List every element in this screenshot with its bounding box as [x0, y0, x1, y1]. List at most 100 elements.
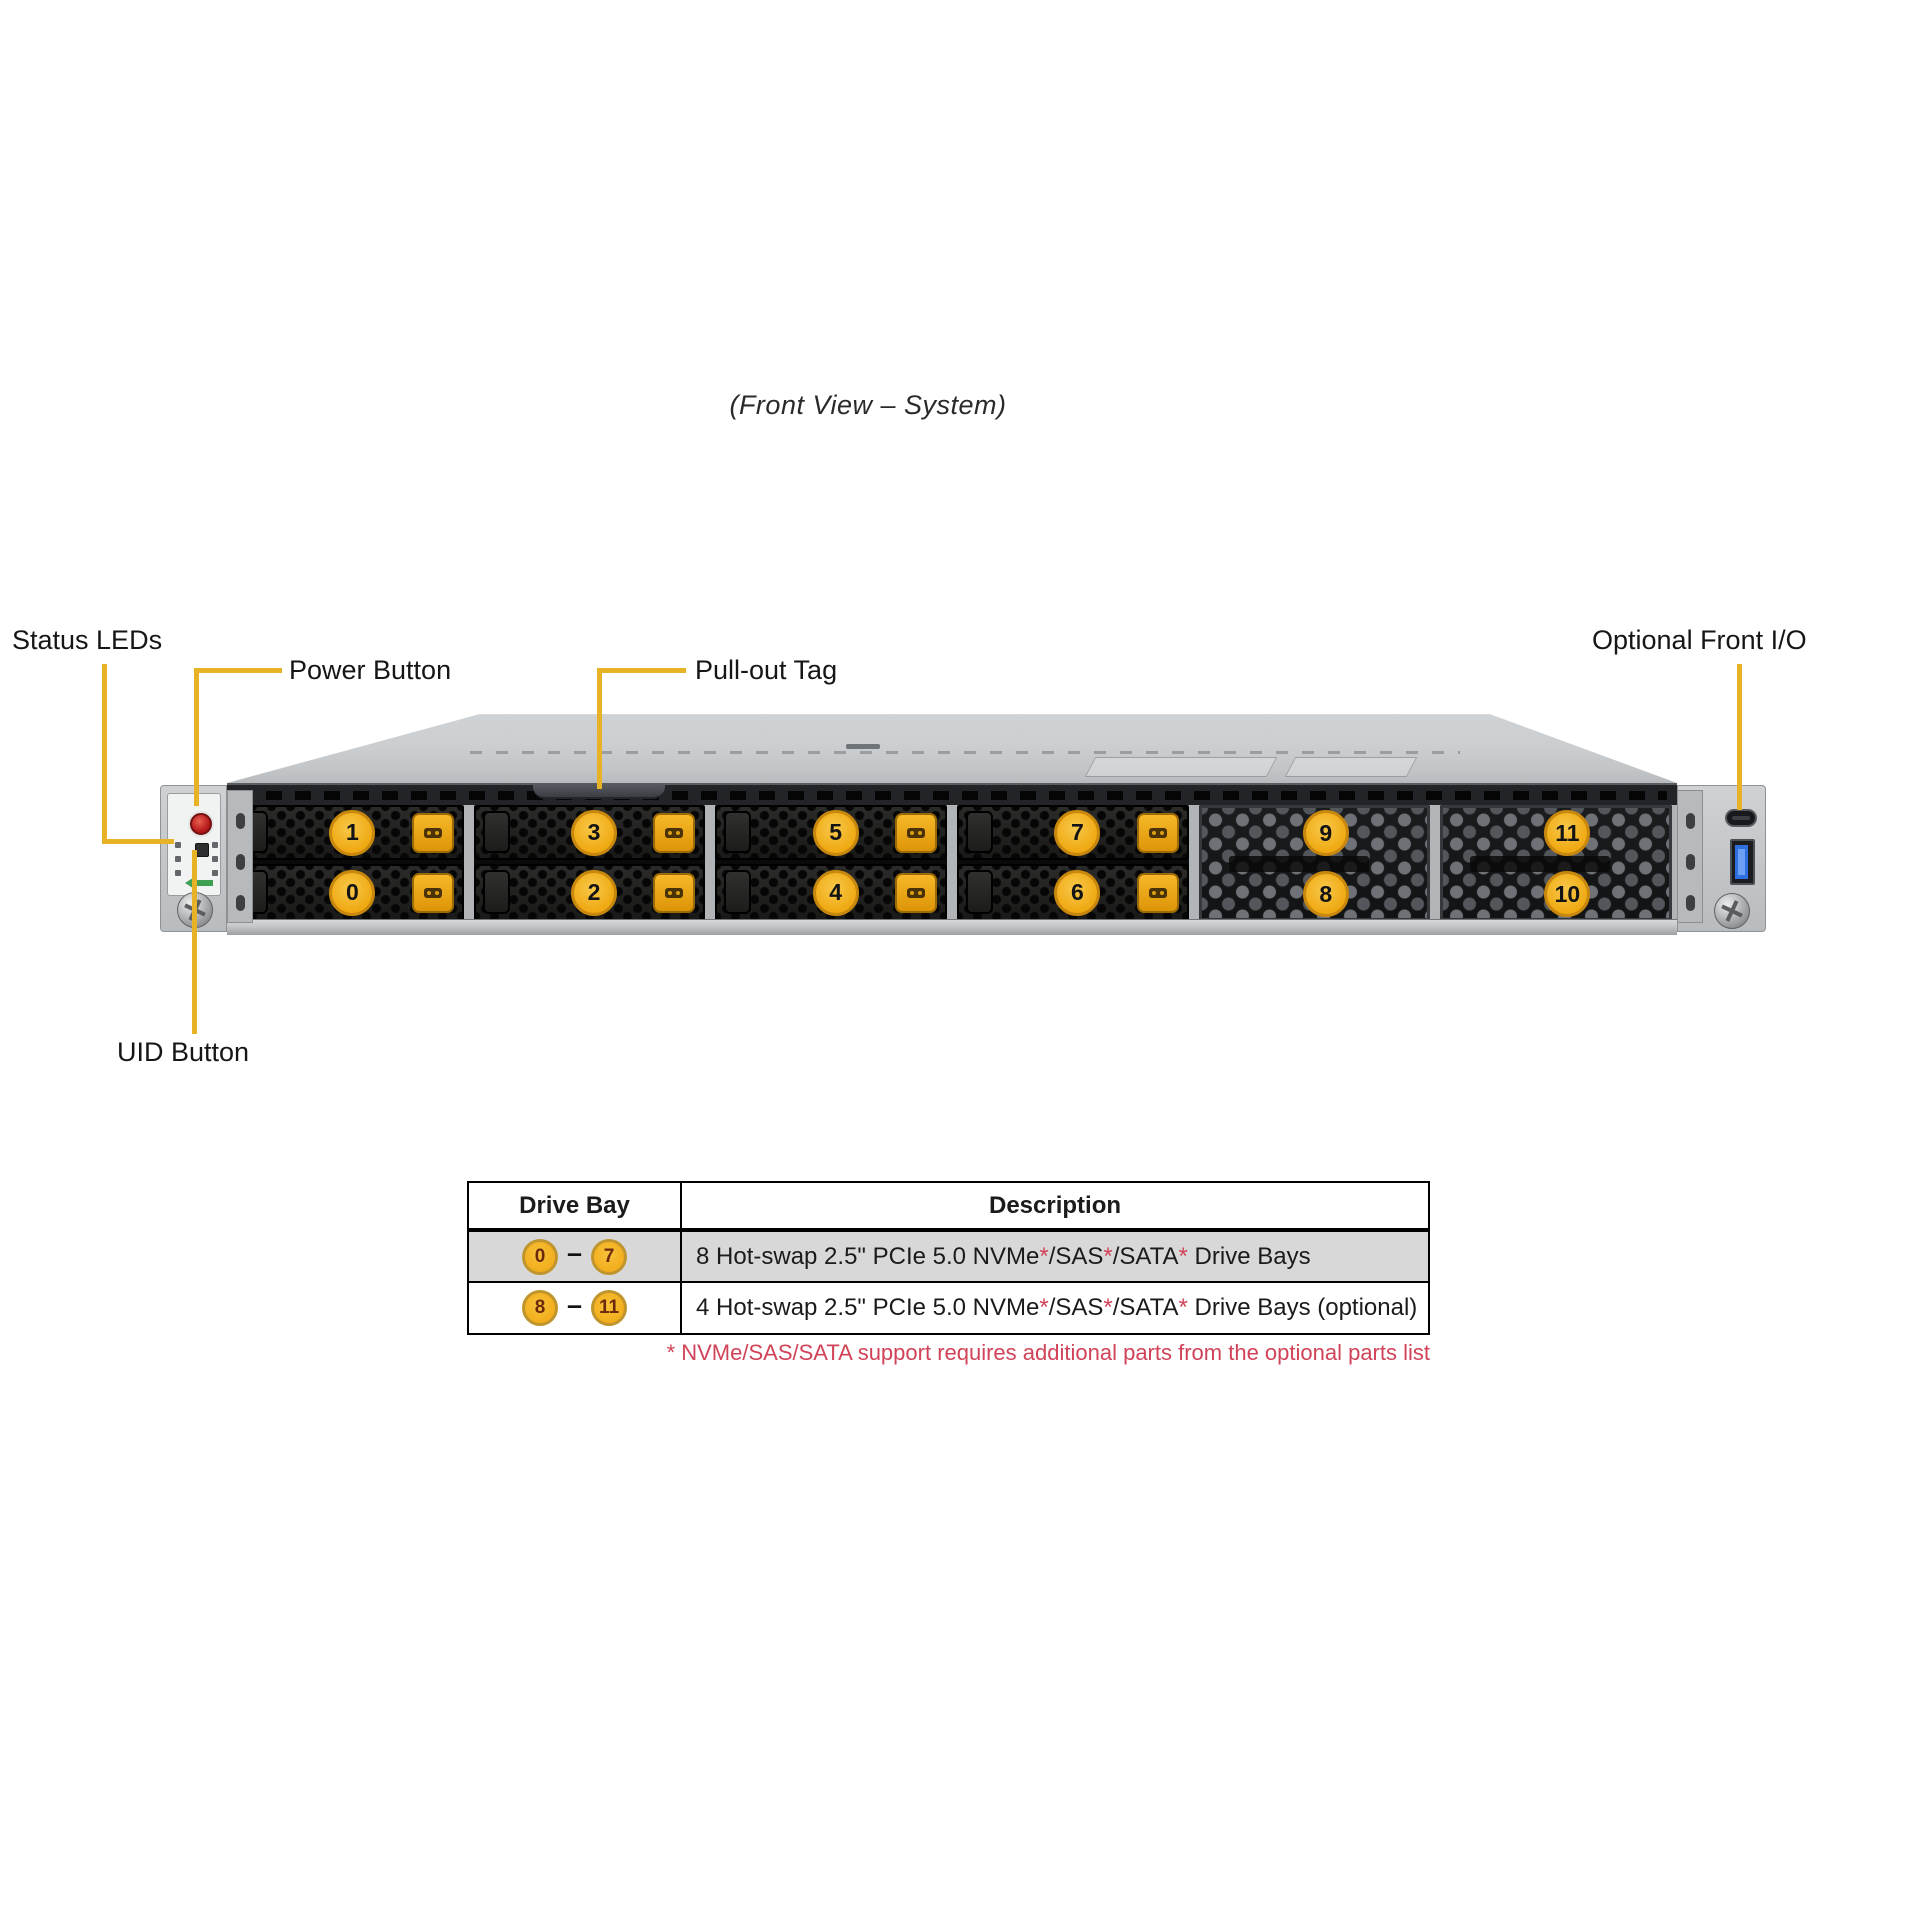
drive-tray: 2	[473, 864, 706, 921]
tray-handle	[724, 811, 752, 853]
drive-tray: 7	[957, 805, 1189, 860]
power-button-icon	[190, 813, 212, 835]
status-led-icon	[175, 870, 181, 876]
table-header-row: Drive Bay Description	[467, 1181, 1430, 1232]
drive-bay-badge: 2	[571, 869, 618, 916]
lid-vent-dashes	[470, 751, 1460, 754]
drive-bay-badge: 8	[1302, 871, 1349, 917]
mesh-divider	[1228, 856, 1369, 872]
usb-c-port-icon	[1725, 809, 1757, 827]
pullout-tag-callout-line	[597, 668, 686, 673]
status-led-icon	[212, 842, 218, 848]
status-led-icon	[212, 870, 218, 876]
latch-glyph-icon	[665, 827, 684, 838]
description-cell: 8 Hot-swap 2.5" PCIe 5.0 NVMe*/SAS*/SATA…	[680, 1229, 1430, 1283]
tray-handle	[482, 811, 510, 853]
right-mounting-bracket	[1677, 790, 1703, 923]
drive-latch-button	[411, 812, 454, 853]
drive-latch-button	[411, 872, 454, 913]
tray-handle	[966, 811, 993, 853]
pullout-tag-callout-line	[597, 668, 602, 789]
bracket-slot	[1686, 854, 1695, 870]
tray-handle	[966, 870, 993, 914]
drive-bay-badge: 6	[1054, 869, 1101, 916]
drive-bay-badge: 11	[1544, 810, 1591, 856]
drive-tray: 3	[473, 805, 706, 860]
red-asterisk: *	[1103, 1294, 1113, 1321]
red-asterisk: *	[1039, 1294, 1049, 1321]
drive-tray: 4	[715, 864, 947, 921]
power-button-label: Power Button	[289, 655, 452, 685]
red-asterisk: *	[1039, 1242, 1049, 1270]
drive-latch-button	[653, 872, 696, 913]
bay-range-badge: 8	[521, 1290, 558, 1326]
status-leds-callout-line	[102, 839, 174, 844]
drive-latch-button	[894, 812, 937, 853]
latch-glyph-icon	[1148, 887, 1167, 898]
front-io-callout-line	[1737, 664, 1742, 810]
red-asterisk: *	[1178, 1242, 1188, 1270]
drive-bay-badge: 9	[1302, 810, 1349, 856]
figure-title: (Front View – System)	[729, 390, 1007, 420]
latch-glyph-icon	[423, 827, 442, 838]
bracket-slot	[1686, 813, 1695, 829]
status-leds-callout-line	[102, 664, 107, 844]
bay-range-badge: 7	[591, 1238, 628, 1275]
drive-latch-button	[653, 812, 696, 853]
bracket-slot	[236, 854, 245, 870]
latch-glyph-icon	[1148, 827, 1167, 838]
lid-mark	[846, 744, 880, 749]
drive-latch-button	[1136, 812, 1179, 853]
column-header-drive-bay: Drive Bay	[467, 1181, 682, 1232]
drive-tray: 5	[715, 805, 947, 860]
thumbscrew-icon	[1714, 893, 1750, 929]
bay-range-badge: 11	[591, 1290, 628, 1326]
table-footnote: * NVMe/SAS/SATA support requires additio…	[666, 1340, 1430, 1365]
drive-tray: 6	[957, 864, 1189, 921]
optional-front-io-label: Optional Front I/O	[1592, 625, 1807, 655]
drive-bay-badge: 4	[812, 869, 859, 916]
drive-bay-badge: 3	[571, 809, 618, 856]
tray-handle	[724, 870, 752, 914]
red-asterisk: *	[1178, 1294, 1188, 1321]
drive-tray: 0	[232, 864, 464, 921]
service-arrow-icon	[185, 876, 213, 890]
status-led-icon	[212, 856, 218, 862]
drive-bay-badge: 0	[329, 869, 376, 916]
drive-latch-button	[1136, 872, 1179, 913]
pull-out-tag	[533, 783, 665, 799]
column-header-description: Description	[680, 1181, 1430, 1232]
top-vent-strip	[227, 785, 1677, 805]
power-button-callout-line	[194, 668, 282, 673]
lid-sticker	[1284, 757, 1418, 777]
drive-bay-badge: 1	[329, 809, 376, 856]
latch-glyph-icon	[665, 887, 684, 898]
vent-dashes	[237, 791, 1667, 800]
red-asterisk: *	[1103, 1242, 1113, 1270]
front-bottom-strip	[227, 919, 1677, 935]
latch-glyph-icon	[423, 887, 442, 898]
latch-glyph-icon	[906, 827, 925, 838]
uid-button-callout-line	[192, 850, 197, 1034]
drive-bay-badge: 10	[1544, 871, 1591, 917]
pullout-tag-label: Pull-out Tag	[695, 655, 838, 685]
status-leds-label: Status LEDs	[12, 625, 163, 655]
drive-latch-button	[894, 872, 937, 913]
bay-range-badge: 0	[521, 1238, 558, 1275]
drive-bay-range-cell: 8–11	[467, 1281, 682, 1335]
status-led-icon	[175, 842, 181, 848]
bracket-slot	[1686, 895, 1695, 911]
drive-bay-badge: 5	[812, 809, 859, 856]
